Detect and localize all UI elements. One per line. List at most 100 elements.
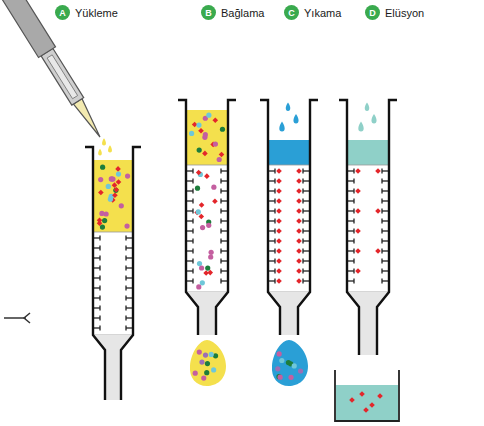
ligand — [192, 269, 193, 274]
analyte-diamond — [355, 248, 361, 254]
ligand — [274, 279, 275, 284]
ligand — [353, 219, 354, 224]
ligand — [302, 209, 303, 214]
matrix-dot — [206, 223, 211, 228]
analyte-diamond — [276, 238, 282, 244]
path-shape — [190, 340, 226, 386]
ligand — [381, 259, 382, 264]
cartridge-wall — [121, 147, 141, 400]
ligand — [125, 306, 126, 311]
ligand — [353, 189, 354, 194]
ligand — [353, 179, 354, 184]
ligand — [302, 199, 303, 204]
matrix-dot — [99, 211, 104, 216]
sorbent-bed — [268, 165, 310, 292]
matrix-dot — [106, 184, 111, 189]
analyte-diamond — [276, 188, 282, 194]
ligand — [353, 209, 354, 214]
analyte-diamond — [276, 268, 282, 274]
ligand — [353, 269, 354, 274]
ligand — [220, 239, 221, 244]
matrix-dot — [196, 209, 201, 214]
wash-drop — [293, 114, 298, 124]
ligand — [192, 169, 193, 174]
ligand — [353, 229, 354, 234]
matrix-dot — [98, 177, 103, 182]
matrix-dot — [199, 359, 204, 364]
matrix-dot — [193, 371, 198, 376]
analyte-diamond — [375, 248, 381, 254]
analyte-diamond — [296, 268, 302, 274]
analyte-diamond — [355, 188, 361, 194]
matrix-dot — [292, 363, 297, 368]
waste-drop — [272, 340, 308, 386]
matrix-dot — [203, 132, 208, 137]
ligand — [99, 306, 100, 311]
ligand — [274, 209, 275, 214]
matrix-dot — [200, 280, 205, 285]
matrix-dot — [217, 157, 222, 162]
analyte-diamond — [355, 228, 361, 234]
ligand — [381, 179, 382, 184]
liquid — [186, 110, 228, 165]
matrix-dot — [275, 366, 280, 371]
matrix-dot — [119, 203, 124, 208]
matrix-dot — [197, 349, 202, 354]
ligand — [381, 269, 382, 274]
ligand — [353, 169, 354, 174]
cartridge-wall — [377, 100, 397, 355]
ligand — [302, 279, 303, 284]
ligand — [220, 189, 221, 194]
analyte-diamond — [359, 391, 365, 397]
analyte-diamond — [199, 214, 205, 220]
analyte-diamond — [212, 117, 218, 123]
step-label: CYıkama — [284, 5, 341, 20]
matrix-dot — [100, 224, 105, 229]
matrix-dot — [197, 261, 202, 266]
analyte-diamond — [204, 173, 210, 179]
step-letter: B — [201, 5, 216, 20]
ligand — [99, 316, 100, 321]
analyte-diamond — [355, 268, 361, 274]
matrix-dot — [211, 185, 216, 190]
ligand — [220, 209, 221, 214]
matrix-dot — [110, 176, 115, 181]
ligand — [125, 266, 126, 271]
ligand — [125, 276, 126, 281]
analyte-diamond — [276, 218, 282, 224]
analyte-diamond — [369, 402, 375, 408]
matrix-dot — [205, 265, 210, 270]
matrix-dot — [277, 351, 282, 356]
eluent-drop — [358, 122, 363, 132]
eluent-drop — [371, 114, 376, 124]
spe-cartridge — [260, 100, 318, 335]
ligand — [381, 209, 382, 214]
analyte-diamond — [355, 168, 361, 174]
sorbent-bed — [186, 165, 228, 292]
sample-drop — [102, 138, 106, 145]
matrix-dot — [209, 250, 214, 255]
ligand — [125, 256, 126, 261]
ligand — [381, 249, 382, 254]
ligand — [302, 229, 303, 234]
analyte-diamond — [207, 270, 213, 276]
ligand — [192, 219, 193, 224]
ligand — [192, 279, 193, 284]
analyte-diamond — [276, 248, 282, 254]
analyte-diamond — [296, 278, 302, 284]
matrix-dot — [201, 375, 206, 380]
waste-drop — [190, 340, 226, 386]
ligand — [302, 249, 303, 254]
ligand — [192, 249, 193, 254]
matrix-dot — [199, 265, 204, 270]
matrix-dot — [125, 174, 130, 179]
analyte-diamond — [296, 258, 302, 264]
ligand — [220, 259, 221, 264]
analyte-diamond — [196, 170, 202, 176]
ligand — [125, 236, 126, 241]
matrix-dot — [204, 370, 209, 375]
cartridge-wall — [260, 100, 280, 335]
cartridge-wall — [298, 100, 318, 335]
matrix-dot — [108, 197, 113, 202]
